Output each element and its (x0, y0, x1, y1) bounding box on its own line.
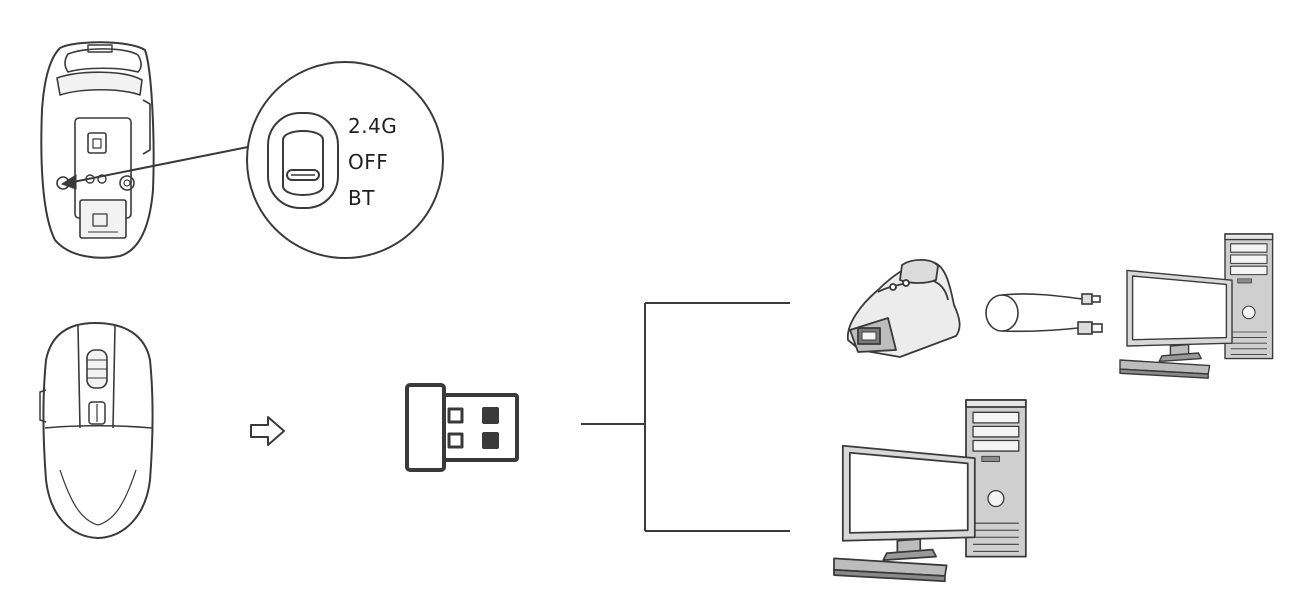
branch-connector (581, 302, 790, 532)
usb-cable-icon (985, 293, 1103, 335)
switch-label-bt: BT (348, 186, 375, 210)
switch-label-off: OFF (348, 150, 389, 174)
mouse-bottom-view-icon (40, 41, 155, 259)
mouse-top-view-icon (39, 322, 154, 539)
mode-switch-callout (246, 61, 444, 259)
outline-arrow-right-icon (250, 416, 285, 446)
desktop-computer-icon (833, 399, 1027, 583)
callout-pointer (60, 146, 249, 190)
charging-dock-icon (847, 258, 961, 358)
switch-label-2-4g: 2.4G (348, 114, 398, 138)
desktop-computer-icon (1119, 233, 1274, 379)
usb-receiver-icon (405, 383, 519, 472)
